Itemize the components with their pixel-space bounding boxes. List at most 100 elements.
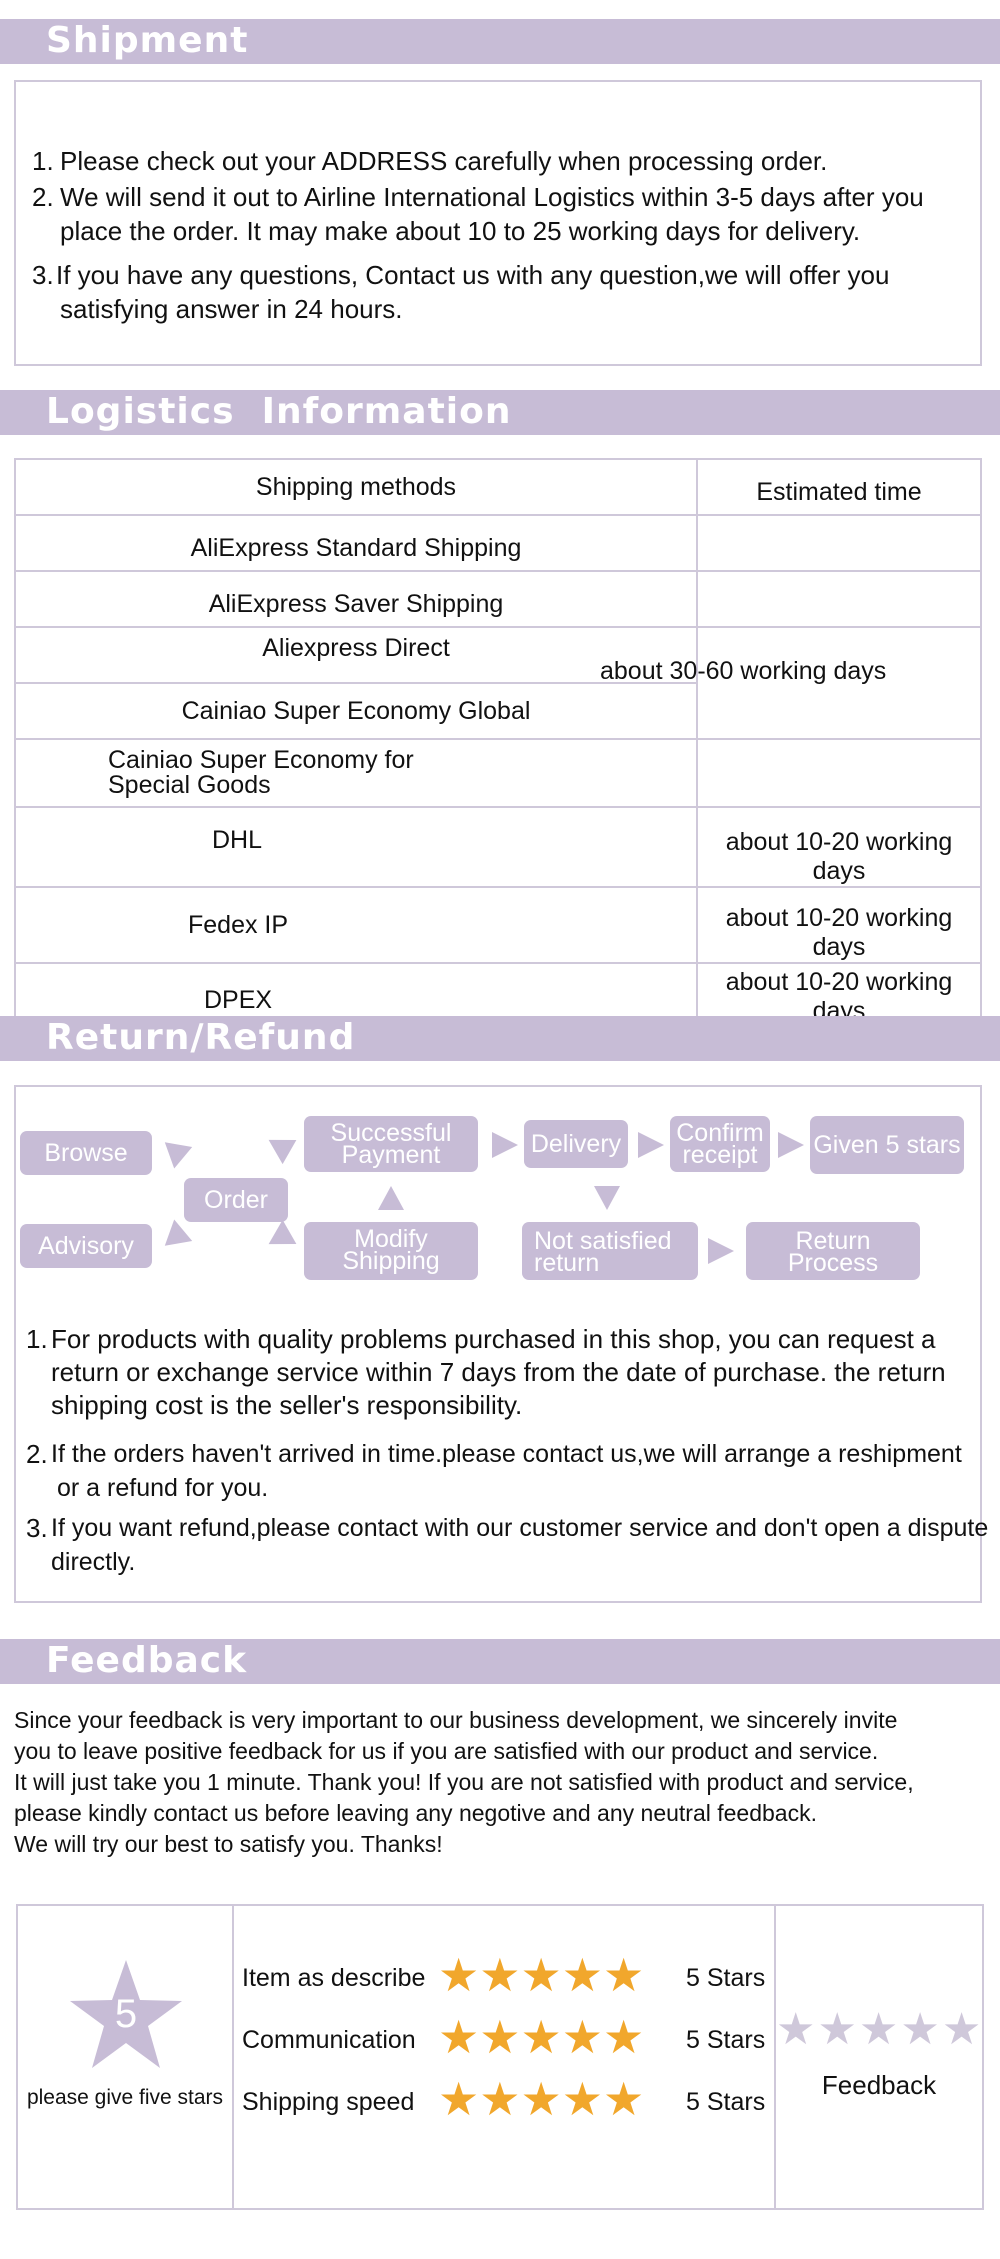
method-cell: Cainiao Super Economy for Special Goods [14, 738, 698, 808]
star-icon: ★ [520, 2073, 562, 2125]
refund-item-1-line1: For products with quality problems purch… [51, 1324, 936, 1354]
list-number: 3. [32, 260, 54, 290]
feedback-line: you to leave positive feedback for us if… [14, 1738, 879, 1764]
list-number: 2. [26, 1439, 48, 1469]
divider [774, 1906, 776, 2208]
star-icon: ★ [817, 2005, 859, 2054]
flow-text: Not satisfied [534, 1227, 672, 1255]
list-number: 2. [32, 182, 54, 212]
refund-item-3-line2: directly. [51, 1548, 136, 1576]
method-cell: Aliexpress Direct [14, 626, 698, 684]
badge-number: 5 [114, 1992, 138, 2036]
flow-text: Successful [330, 1119, 452, 1147]
list-number: 1. [32, 146, 54, 176]
table-row: Cainiao Super Economy for Special Goods [14, 738, 982, 808]
method-cell: Cainiao Super Economy Global [14, 682, 698, 740]
divider [232, 1906, 234, 2208]
star-icon: ★ [520, 1949, 562, 2001]
time-cell: about 10-20 working days [696, 886, 982, 964]
table-row: AliExpress Saver Shipping [14, 570, 982, 628]
table-row: DHL about 10-20 working days [14, 806, 982, 888]
flow-return: Return Process [746, 1222, 920, 1280]
arrow-icon [638, 1132, 664, 1158]
feedback-line: please kindly contact us before leaving … [14, 1800, 817, 1826]
flow-stars: Given 5 stars [810, 1116, 964, 1174]
feedback-label: Feedback [821, 2070, 937, 2100]
flow-order: Order [184, 1178, 288, 1222]
star-icon: ★ [438, 1949, 480, 2001]
flow-text: receipt [682, 1141, 758, 1169]
flow-browse: Browse [20, 1131, 152, 1175]
table-row: Aliexpress Direct [14, 626, 982, 684]
logistics-table: Shipping methods Estimated time AliExpre… [14, 458, 982, 1028]
flow-text: Shipping [342, 1247, 440, 1275]
method-cell: AliExpress Saver Shipping [14, 570, 698, 628]
feedback-line: We will try our best to satisfy you. Tha… [14, 1831, 443, 1857]
logistics-title: Logistics Information [46, 391, 512, 432]
list-number: 3. [26, 1513, 48, 1543]
method-cell: DHL [14, 806, 698, 888]
flow-delivery: Delivery [524, 1120, 628, 1168]
star-icon: ★ [479, 2011, 521, 2063]
refund-item-2-line1: If the orders haven't arrived in time.pl… [51, 1440, 962, 1468]
star-icon: ★ [603, 2073, 645, 2125]
time-cell [696, 514, 982, 572]
method-line: Special Goods [108, 771, 271, 799]
col-header-method: Shipping methods [14, 458, 698, 516]
star-icon: ★ [520, 2011, 562, 2063]
star-icon: ★ [561, 2073, 603, 2125]
time-cell [696, 738, 982, 808]
refund-item-3-line1: If you want refund,please contact with o… [51, 1514, 989, 1542]
rating-label: Communication [242, 2026, 416, 2054]
feedback-line: It will just take you 1 minute. Thank yo… [14, 1769, 914, 1795]
five-star-badge-icon [70, 1960, 182, 2068]
badge-caption: please give five stars [26, 2086, 224, 2109]
shipment-item-3-line1: If you have any questions, Contact us wi… [56, 260, 890, 290]
star-icon: ★ [438, 2073, 480, 2125]
star-icon: ★ [900, 2005, 942, 2054]
flow-notsatisfied: Not satisfied return [522, 1222, 698, 1280]
refund-item-2-line2: or a refund for you. [57, 1474, 269, 1502]
star-icon: ★ [438, 2011, 480, 2063]
shipment-item-2-line1: We will send it out to Airline Internati… [60, 182, 924, 212]
rating-label: Item as describe [242, 1964, 426, 1992]
feedback-header: Feedback [0, 1639, 1000, 1684]
refund-title: Return/Refund [46, 1017, 356, 1058]
shipment-item-1: Please check out your ADDRESS carefully … [60, 146, 828, 176]
table-row: Cainiao Super Economy Global [14, 682, 982, 740]
method-cell: AliExpress Standard Shipping [14, 514, 698, 572]
flow-payment: Successful Payment [304, 1116, 478, 1172]
star-icon: ★ [858, 2005, 901, 2054]
table-row: Fedex IP about 10-20 working days [14, 886, 982, 964]
star-icon: ★ [603, 1949, 645, 2001]
rating-stars: ★★★★★ [438, 1952, 644, 1998]
flow-confirm: Confirm receipt [670, 1116, 770, 1172]
star-icon: ★ [603, 2011, 645, 2063]
rating-panel: 5 please give five stars Item as describ… [16, 1904, 984, 2210]
arrow-icon [708, 1238, 734, 1264]
method-cell: Fedex IP [14, 886, 698, 964]
group-time-label: about 30-60 working days [600, 657, 887, 685]
table-row: AliExpress Standard Shipping [14, 514, 982, 572]
rating-stars: ★★★★★ [438, 2014, 644, 2060]
rating-value: 5 Stars [686, 2026, 766, 2054]
flow-text: Payment [341, 1141, 441, 1169]
rating-label: Shipping speed [242, 2088, 415, 2116]
flow-text: Confirm [676, 1119, 764, 1147]
time-cell [696, 626, 982, 683]
grey-stars: ★★★★★ [776, 2004, 982, 2055]
star-icon: ★ [561, 1949, 603, 2001]
star-icon: ★ [941, 2005, 984, 2054]
logistics-header: Logistics Information [0, 390, 1000, 435]
method-line: Cainiao Super Economy for [108, 746, 414, 774]
col-header-time: Estimated time [696, 458, 982, 516]
refund-header: Return/Refund [0, 1016, 1000, 1061]
arrow-icon [778, 1132, 804, 1158]
star-icon: ★ [561, 2011, 603, 2063]
arrow-icon [594, 1186, 620, 1210]
star-icon: ★ [776, 2005, 818, 2054]
flow-text: Process [787, 1249, 879, 1277]
flow-advisory: Advisory [20, 1224, 152, 1268]
flow-text: Modify [354, 1225, 428, 1253]
shipment-header: Shipment [0, 19, 1000, 64]
